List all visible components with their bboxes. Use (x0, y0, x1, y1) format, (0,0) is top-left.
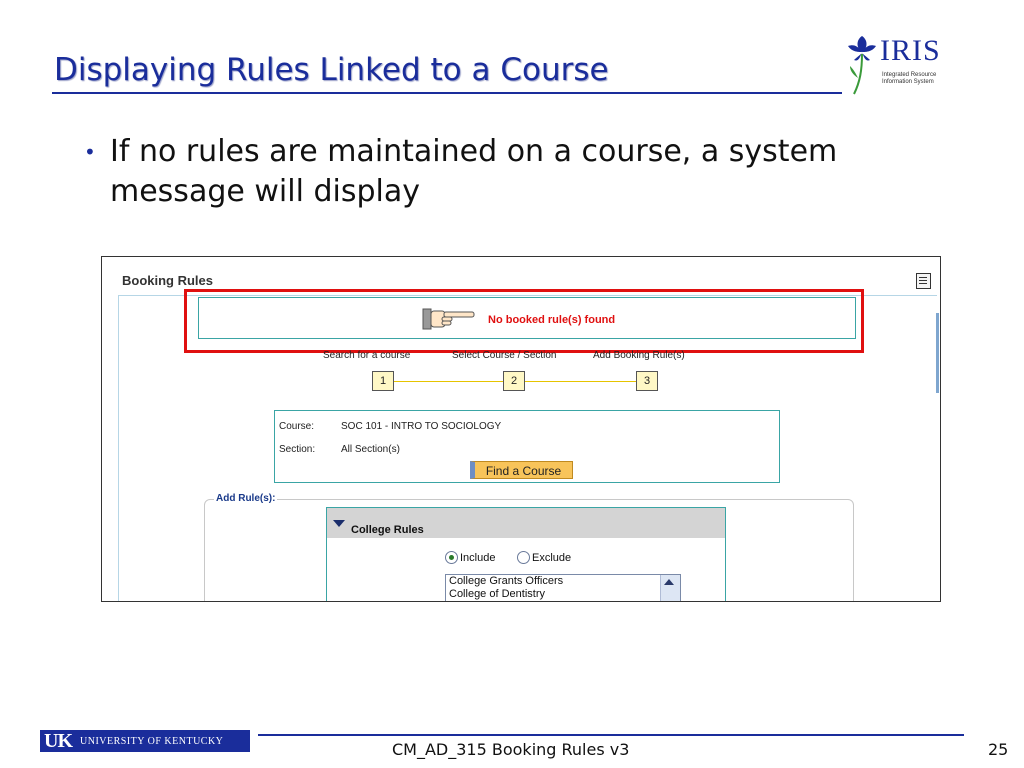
slide-title: Displaying Rules Linked to a Course (54, 52, 609, 88)
footer-rule (258, 734, 964, 736)
logo-subtitle: Integrated Resource Information System (882, 72, 936, 86)
step-2-label: Select Course / Section (452, 350, 557, 361)
footer-text: CM_AD_315 Booking Rules v3 (392, 740, 630, 759)
step-3-label: Add Booking Rule(s) (593, 350, 685, 361)
course-value: SOC 101 - INTRO TO SOCIOLOGY (341, 421, 502, 432)
section-value: All Section(s) (341, 444, 400, 455)
no-rules-message: No booked rule(s) found (488, 314, 616, 326)
exclude-label: Exclude (532, 552, 572, 564)
step-1-button[interactable]: 1 (372, 371, 394, 391)
booking-rules-screenshot: Booking Rules No booked rule(s) found Se… (101, 256, 941, 602)
college-list[interactable]: College Grants Officers College of Denti… (445, 574, 681, 601)
message-box (198, 297, 856, 339)
exclude-radio[interactable] (517, 551, 530, 564)
include-radio[interactable] (445, 551, 458, 564)
logo-wordmark: IRIS (880, 34, 941, 67)
step-2-button[interactable]: 2 (503, 371, 525, 391)
step-3-button[interactable]: 3 (636, 371, 658, 391)
step-1-label: Search for a course (323, 350, 411, 361)
collapse-triangle-icon[interactable] (333, 520, 345, 527)
highlight-outline (184, 289, 864, 353)
uk-logo: UK UNIVERSITY OF KENTUCKY (40, 730, 250, 752)
bullet-text: If no rules are maintained on a course, … (110, 134, 838, 209)
scrollbar[interactable] (936, 313, 939, 393)
title-underline (52, 92, 842, 94)
college-rules-header[interactable]: College Rules (327, 508, 725, 538)
uk-abbreviation: UK (44, 730, 73, 752)
find-course-button[interactable]: Find a Course (470, 461, 573, 479)
logo-subtitle-line-1: Integrated Resource (882, 72, 937, 78)
list-item[interactable]: College of Dentistry (449, 588, 545, 600)
course-label: Course: (279, 421, 315, 432)
pointing-hand-icon (422, 308, 475, 330)
bullet-icon: • (84, 140, 96, 164)
include-label: Include (460, 552, 496, 564)
list-scrollbar[interactable] (660, 575, 680, 601)
iris-flower-icon (848, 36, 876, 95)
menu-icon[interactable] (916, 273, 931, 289)
iris-logo: IRIS Integrated Resource Information Sys… (842, 30, 952, 98)
page-number: 25 (988, 740, 1009, 759)
logo-subtitle-line-2: Information System (882, 79, 934, 85)
add-rules-legend: Add Rule(s): (214, 493, 278, 504)
booking-rules-title: Booking Rules (122, 273, 214, 288)
college-rules-panel: College Rules Include Exclude College Gr… (326, 507, 726, 601)
list-item[interactable]: College Grants Officers (449, 575, 564, 587)
scroll-up-icon[interactable] (664, 579, 674, 585)
college-rules-title: College Rules (351, 524, 424, 536)
add-rules-fieldset (204, 499, 854, 601)
section-label: Section: (279, 444, 316, 455)
university-name: UNIVERSITY OF KENTUCKY (80, 736, 224, 747)
content-frame (118, 295, 937, 601)
